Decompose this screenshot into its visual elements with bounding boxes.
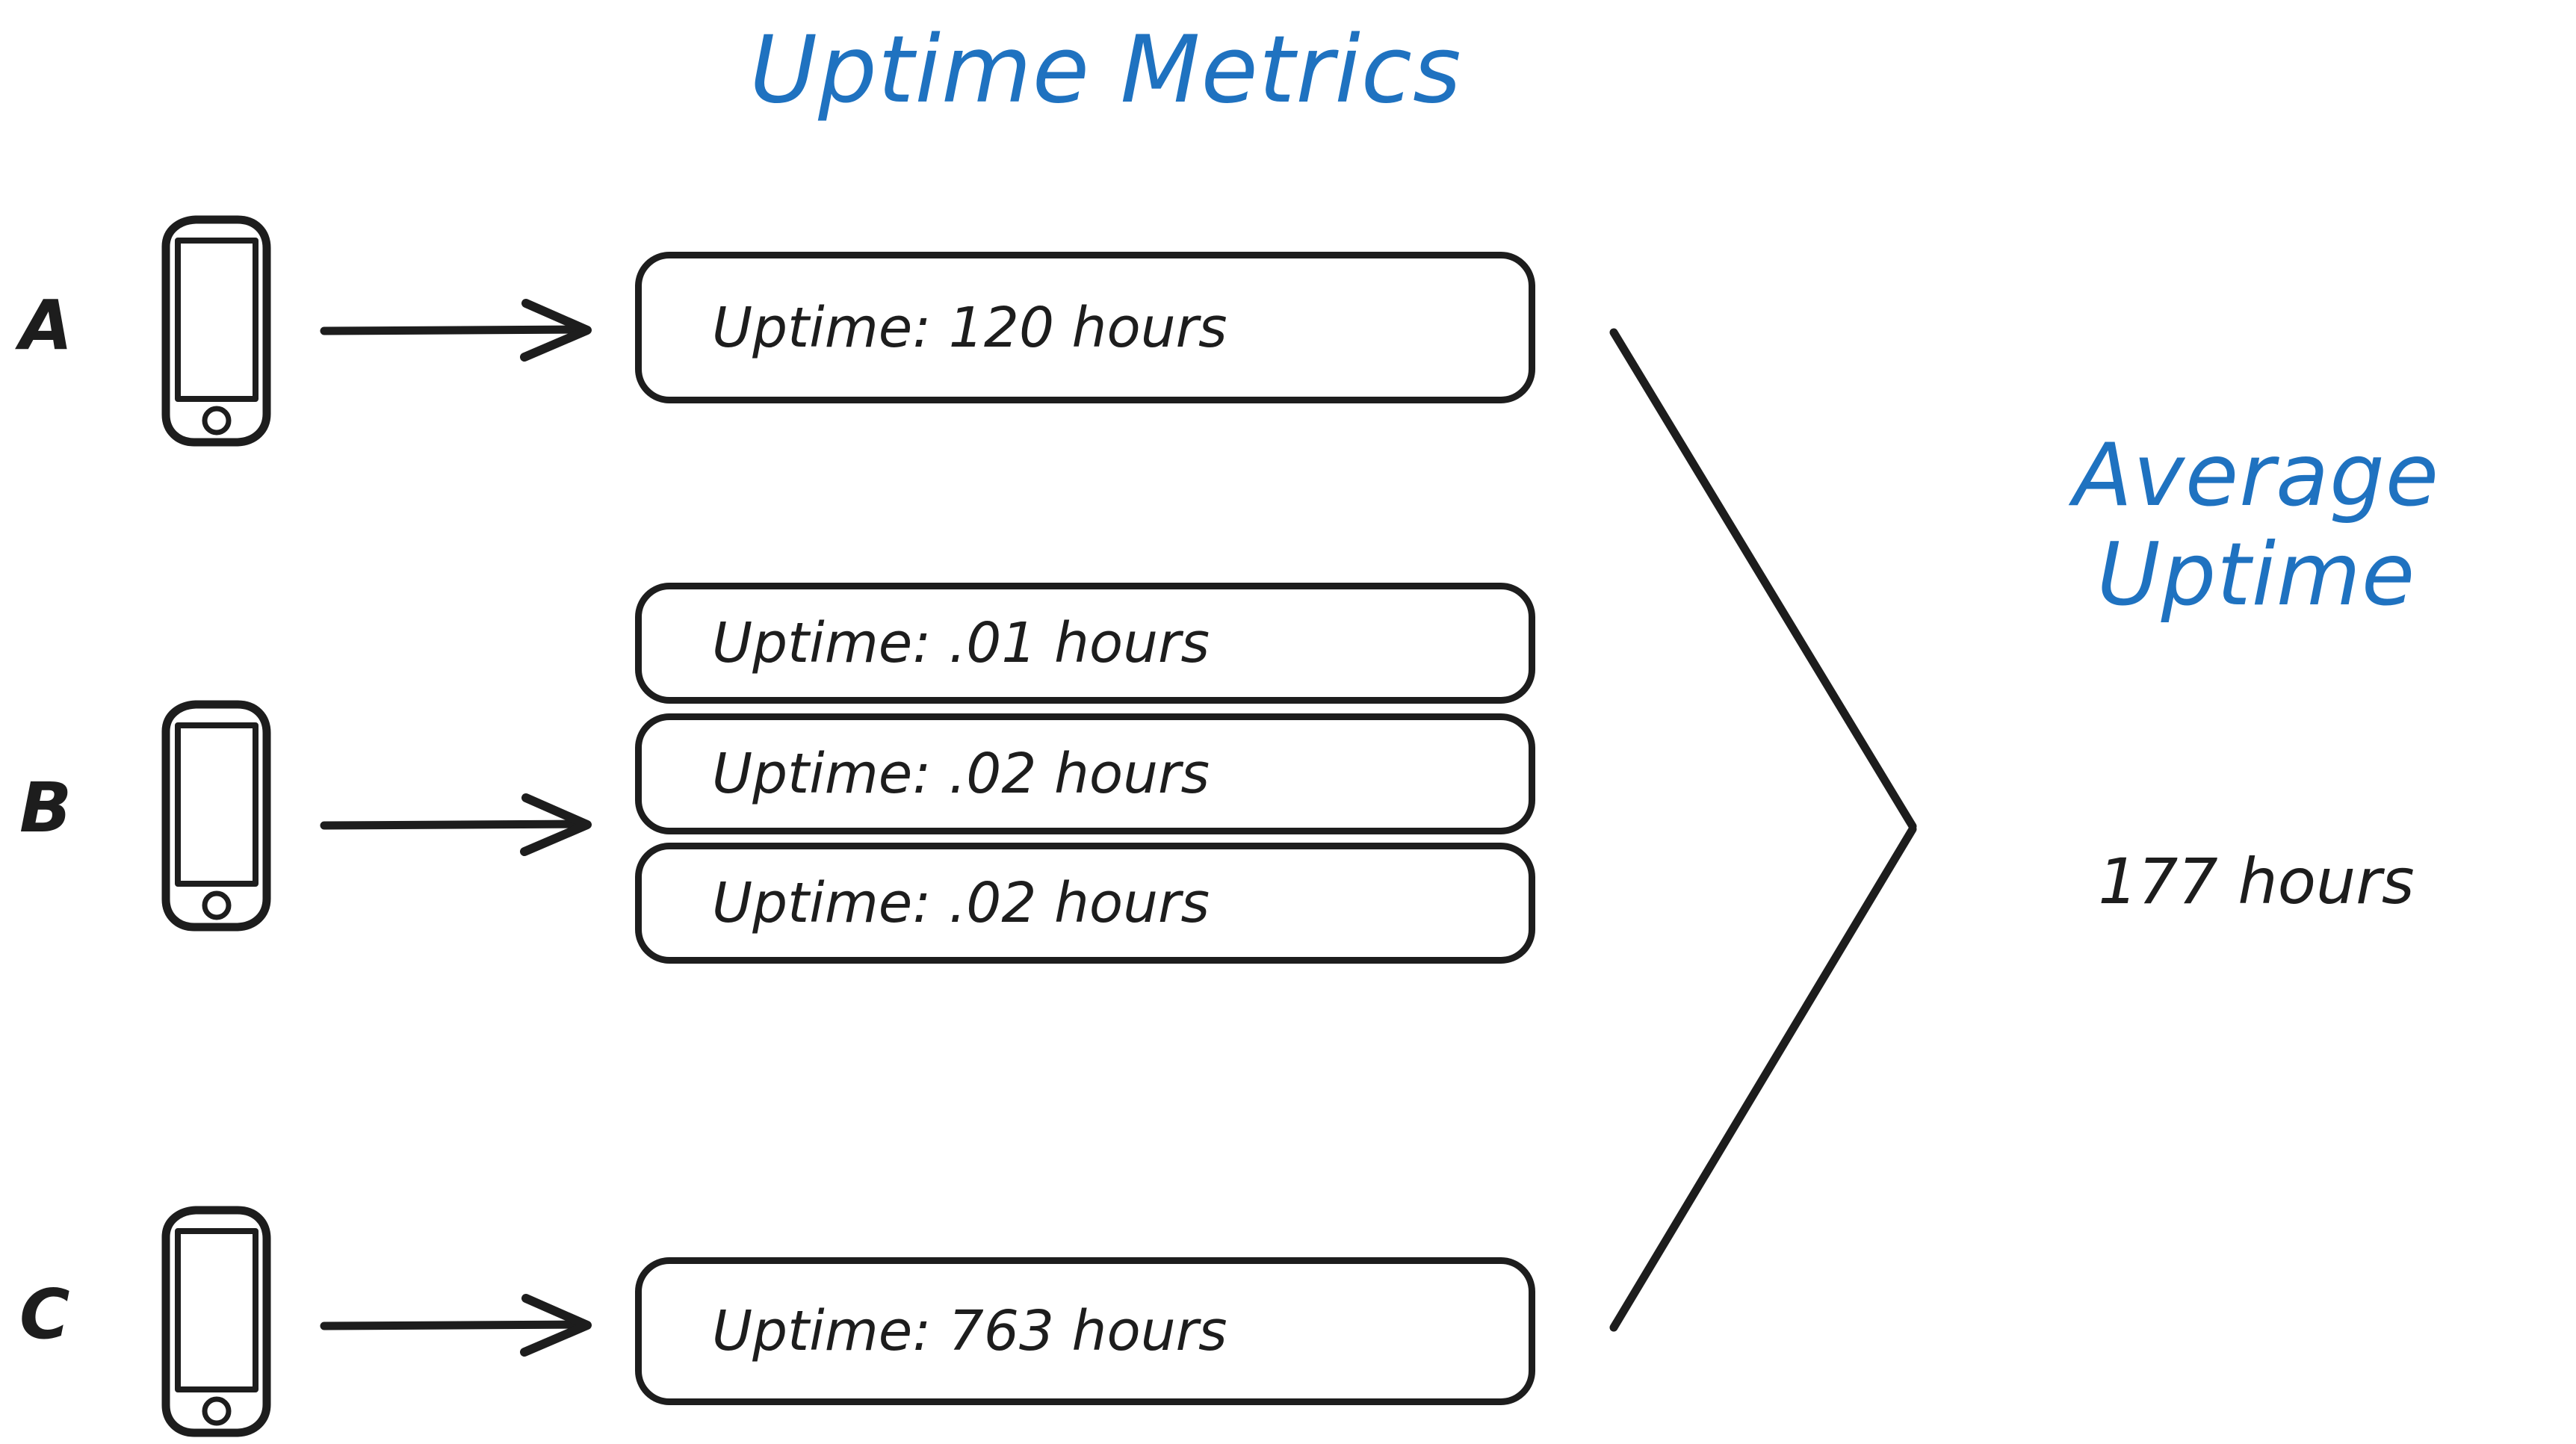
aggregator-title: Average Uptime — [1957, 426, 2555, 625]
smartphone-icon-a — [146, 214, 285, 448]
metric-box-b-2[interactable]: Uptime: .02 hours — [635, 713, 1535, 834]
smartphone-icon-b — [146, 698, 285, 933]
metric-text: Uptime: .01 hours — [712, 611, 1210, 675]
group-label-c: C — [19, 1274, 70, 1354]
metric-text: Uptime: .02 hours — [712, 871, 1210, 935]
metric-text: Uptime: 763 hours — [712, 1299, 1227, 1363]
metric-text: Uptime: 120 hours — [712, 295, 1227, 360]
group-label-b: B — [19, 768, 72, 848]
converging-bracket-icon — [1599, 314, 1942, 1345]
metric-box-c-1[interactable]: Uptime: 763 hours — [635, 1257, 1535, 1405]
metric-box-b-3[interactable]: Uptime: .02 hours — [635, 843, 1535, 964]
arrow-right-icon-b — [320, 792, 620, 856]
metric-text: Uptime: .02 hours — [712, 742, 1210, 806]
aggregator-result-value: 177 hours — [2098, 845, 2415, 918]
metric-box-b-1[interactable]: Uptime: .01 hours — [635, 583, 1535, 704]
arrow-right-icon-c — [320, 1292, 620, 1357]
metric-box-a-1[interactable]: Uptime: 120 hours — [635, 252, 1535, 403]
aggregator-title-line-2: Uptime — [2096, 524, 2416, 626]
page-title: Uptime Metrics — [749, 16, 1462, 124]
smartphone-icon-c — [146, 1204, 285, 1439]
arrow-right-icon-a — [320, 297, 620, 362]
group-label-a: A — [19, 285, 73, 365]
aggregator-title-line-1: Average — [2072, 425, 2440, 526]
